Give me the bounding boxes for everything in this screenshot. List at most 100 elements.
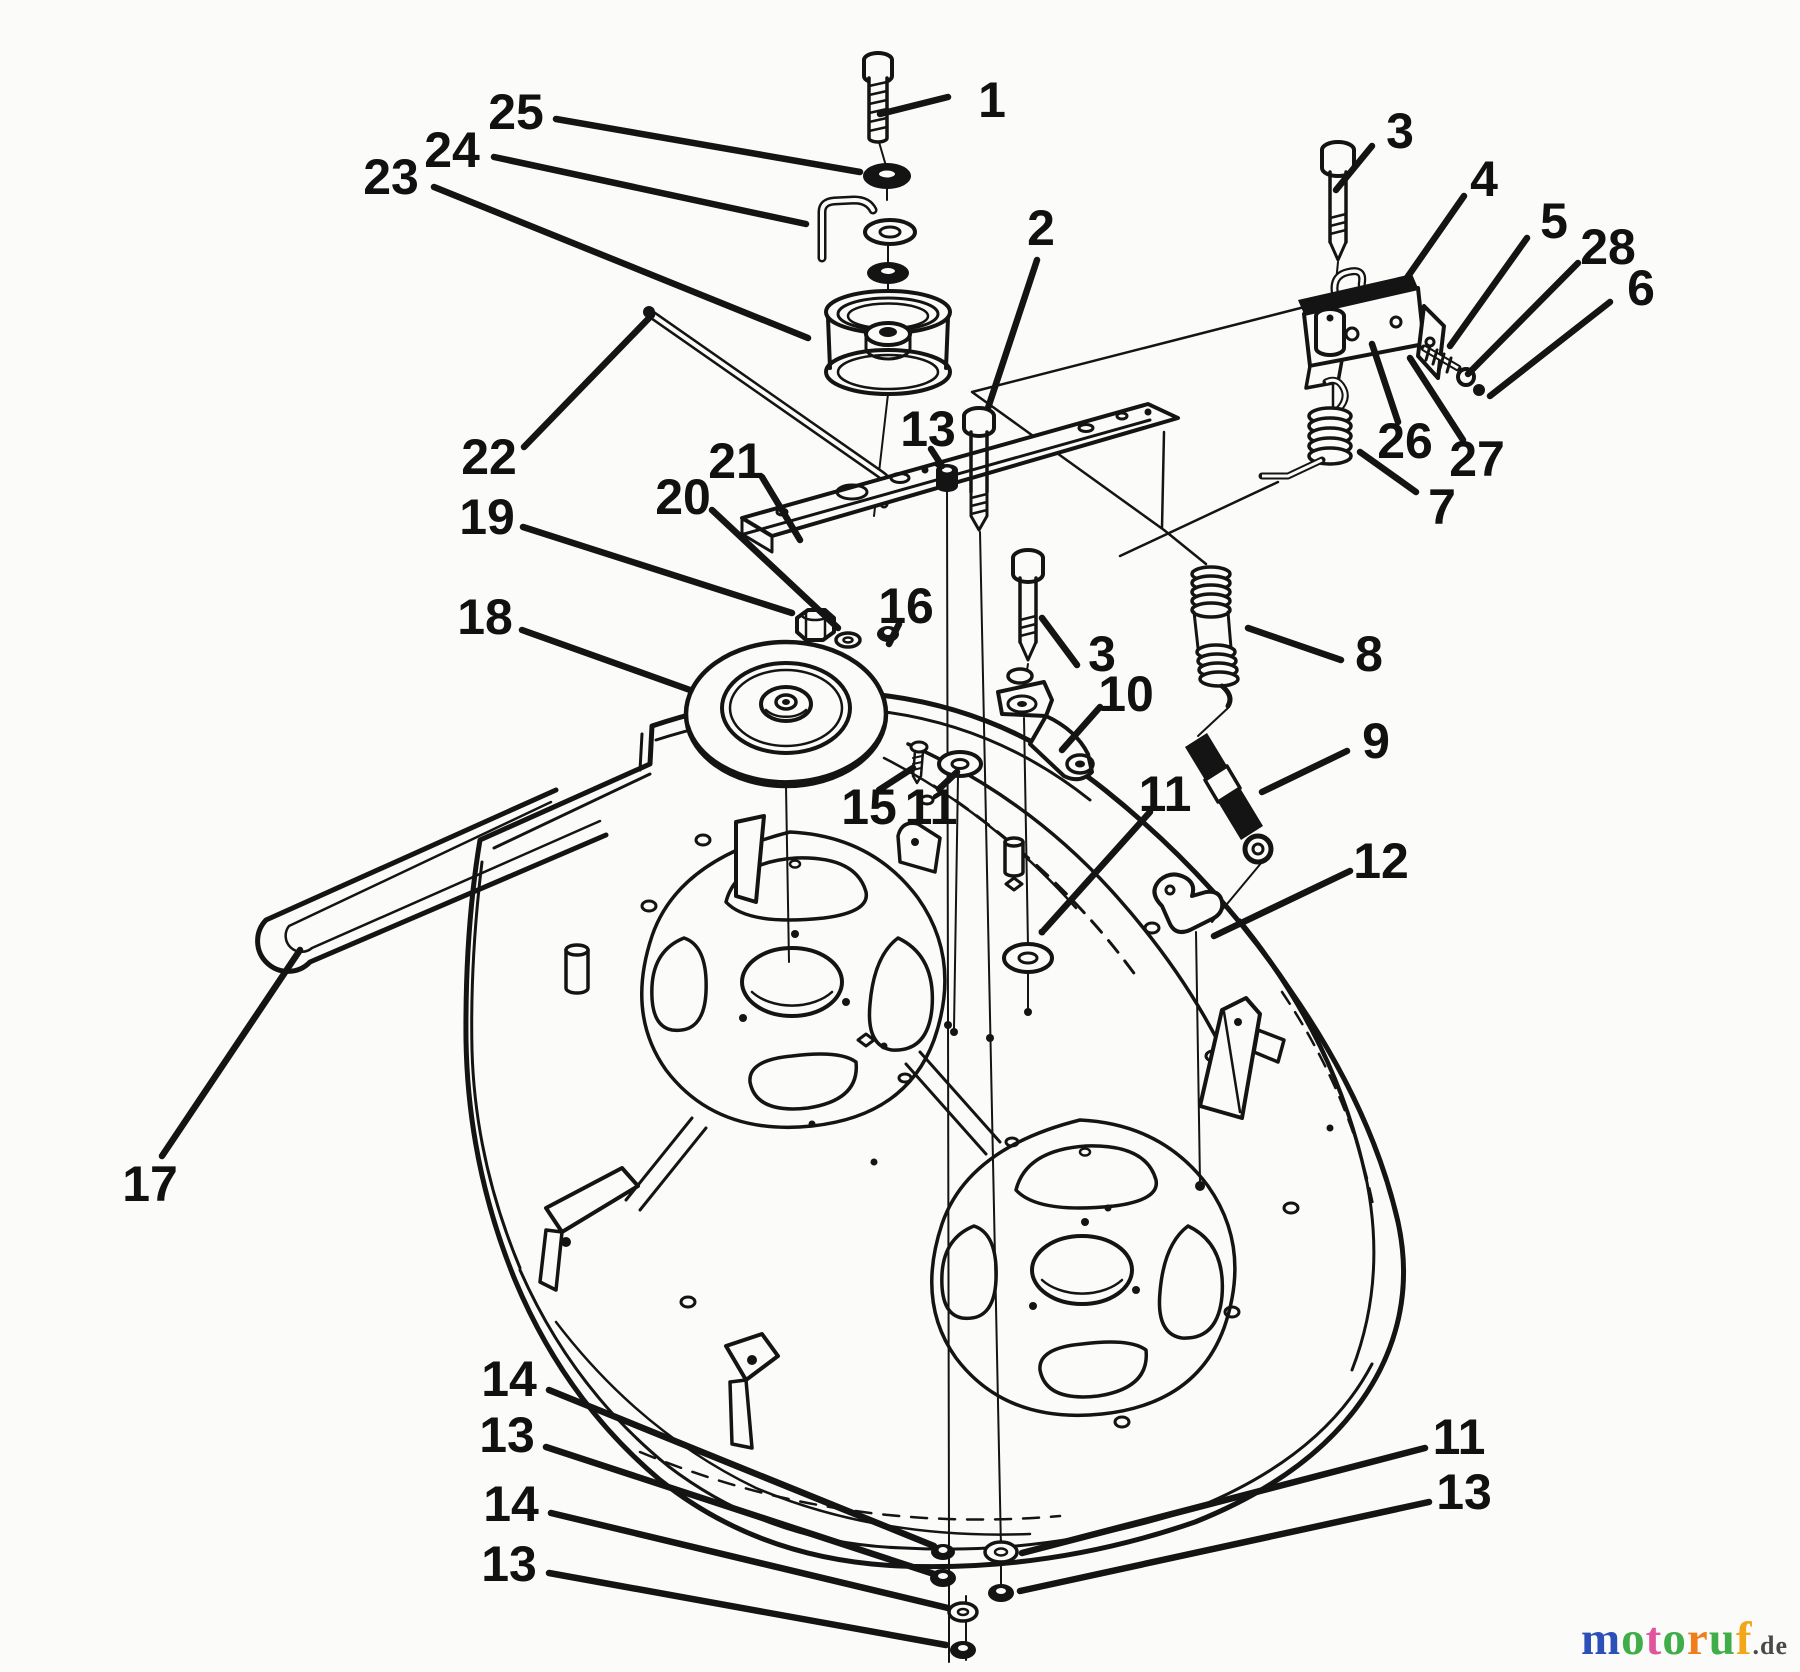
deck-channel-right	[904, 1050, 1002, 1156]
leader-line-19-17	[519, 523, 796, 617]
extension-spring	[1190, 565, 1240, 737]
bolt-threads	[867, 80, 889, 133]
discharge-arc2	[1260, 950, 1368, 1182]
leader-line-24-2	[490, 153, 810, 228]
bottom-fasteners	[930, 1539, 1019, 1663]
watermark-suffix: .de	[1752, 1631, 1788, 1660]
watermark-letter: f	[1735, 1613, 1753, 1665]
callout-label-3-5: 3	[1386, 103, 1414, 159]
callout-label-9-23: 9	[1362, 713, 1390, 769]
callout-label-5-7: 5	[1540, 193, 1568, 249]
flat-washer-b	[1002, 942, 1054, 974]
spring-link	[1420, 344, 1485, 396]
deck-inner-boundary	[906, 742, 1242, 1090]
leader-line-11-26	[1040, 808, 1154, 934]
callout-label-11-25: 11	[905, 779, 958, 835]
leader-line-12-27	[1210, 867, 1354, 940]
callout-label-11-33: 11	[1433, 1409, 1486, 1465]
leader-line-16-19	[885, 620, 903, 648]
idler-bracket	[996, 667, 1095, 782]
shoulder-bolt	[962, 406, 996, 532]
callout-label-13-30: 13	[479, 1407, 535, 1463]
callout-label-26-10: 26	[1377, 413, 1433, 469]
leader-line-11-25	[935, 768, 961, 793]
callout-label-23-3: 23	[363, 149, 419, 205]
callout-label-19-17: 19	[459, 489, 515, 545]
callout-label-16-19: 16	[878, 578, 934, 634]
leader-line-4-6	[1400, 192, 1468, 286]
hex-nut-pulley	[795, 608, 836, 642]
deck-dashed-arc	[932, 784, 1138, 978]
leader-line-15-24	[875, 764, 917, 794]
leader-line-14-29	[545, 1386, 938, 1550]
callout-label-8-22: 8	[1355, 626, 1383, 682]
deck-bottom-inner	[518, 1268, 1374, 1551]
leader-line-1-0	[876, 93, 952, 118]
screw	[909, 740, 929, 785]
leader-line-9-23	[1258, 747, 1351, 796]
leader-line-13-30	[542, 1443, 938, 1578]
spindle-right	[929, 1118, 1237, 1418]
carriage-bolt	[862, 51, 894, 144]
callout-label-24-2: 24	[424, 122, 480, 178]
spindle-left	[640, 830, 947, 1130]
callout-label-13-13: 13	[900, 401, 956, 457]
deck-channel-left	[624, 1116, 708, 1212]
leader-line-28-8	[1464, 259, 1582, 378]
deck-hook	[1152, 872, 1225, 934]
callout-label-14-29: 14	[481, 1351, 537, 1407]
idler-pulley-large	[683, 639, 889, 789]
leader-line-14-31	[547, 1509, 952, 1612]
callout-label-25-1: 25	[488, 84, 544, 140]
deck-holes	[640, 741, 1300, 1429]
leader-line-5-7	[1446, 234, 1531, 350]
callout-label-21-15: 21	[708, 433, 764, 489]
discharge-arc1	[1238, 918, 1376, 1372]
damper	[1185, 733, 1274, 923]
deck-rivets	[808, 928, 1334, 1212]
callout-label-1-0: 1	[978, 72, 1006, 128]
callout-label-17-28: 17	[122, 1156, 178, 1212]
callout-label-15-24: 15	[841, 779, 897, 835]
callout-label-12-27: 12	[1353, 833, 1409, 889]
callout-label-13-32: 13	[481, 1536, 537, 1592]
bolt-middle	[1011, 548, 1045, 662]
callout-label-28-8: 28	[1580, 219, 1636, 275]
locknut	[863, 163, 911, 189]
torsion-spring	[1258, 376, 1353, 480]
watermark-logo: motoruf.de	[1581, 1612, 1788, 1666]
flat-washer-small	[834, 631, 862, 649]
leader-line-11-33	[1018, 1444, 1429, 1557]
deck-skirt-arc	[554, 1320, 1032, 1536]
leader-line-20-16	[708, 506, 842, 632]
leader-line-3-5	[1332, 142, 1376, 194]
callout-label-2-4: 2	[1027, 200, 1055, 256]
deck-lip-inner	[492, 772, 652, 850]
leader-line-3-20	[1038, 614, 1081, 669]
leader-line-22-14	[520, 311, 656, 451]
leader-line-23-3	[430, 183, 812, 342]
flat-washer-top	[867, 262, 909, 284]
idler-pulley-small	[824, 289, 952, 396]
leader-line-10-21	[1058, 703, 1104, 754]
leader-line-17-28	[158, 946, 304, 1160]
callout-label-18-18: 18	[457, 589, 513, 645]
leader-line-18-18	[518, 626, 694, 694]
watermark-letter: r	[1686, 1613, 1709, 1665]
callout-label-22-14: 22	[461, 429, 517, 485]
flat-washer-a	[937, 750, 983, 778]
callout-label-13-34: 13	[1436, 1464, 1492, 1520]
watermark-letter: u	[1708, 1613, 1736, 1665]
leader-line-25-1	[552, 115, 864, 176]
hex-nut-small	[936, 464, 958, 492]
leader-line-13-13	[927, 445, 946, 470]
watermark-letter: o	[1662, 1613, 1687, 1665]
leader-line-21-15	[758, 473, 804, 544]
drive-belt	[255, 787, 609, 974]
hook-pin	[817, 195, 917, 263]
leader-line-27-11	[1406, 354, 1467, 444]
callout-label-11-26: 11	[1139, 766, 1192, 822]
deck-baffles	[538, 814, 1286, 1450]
